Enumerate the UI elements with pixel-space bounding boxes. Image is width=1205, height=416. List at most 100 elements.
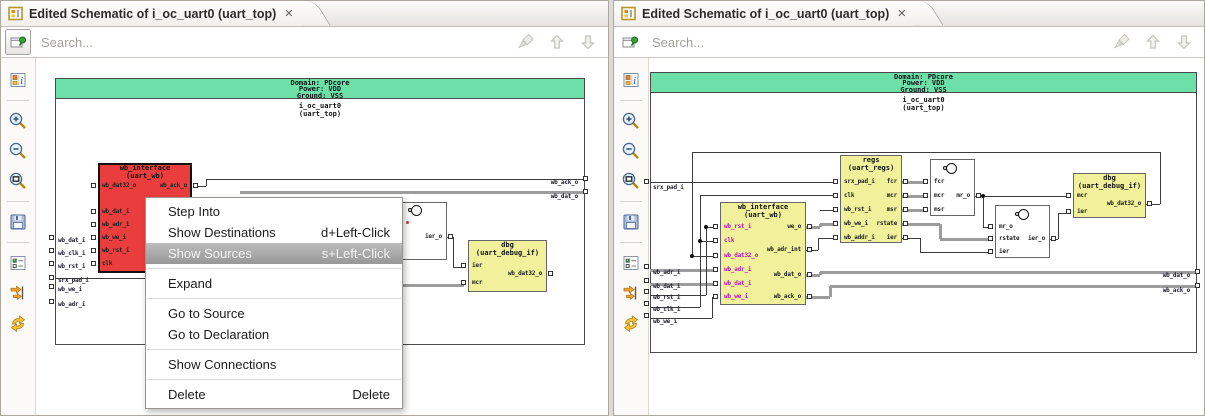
pin-label: clk bbox=[724, 237, 735, 244]
wire bbox=[706, 227, 714, 228]
logic-cloud-block[interactable] bbox=[400, 202, 447, 260]
tab-close-icon[interactable] bbox=[894, 7, 909, 20]
clear-search-icon[interactable] bbox=[516, 32, 536, 52]
wire bbox=[1058, 213, 1068, 214]
zoom-in-button[interactable] bbox=[619, 109, 643, 133]
domain-header-line: Ground: VSS bbox=[900, 85, 947, 94]
menu-item-step-into[interactable]: Step Into bbox=[146, 201, 402, 222]
block-properties-button[interactable]: i bbox=[6, 68, 30, 92]
pin-label: msr bbox=[934, 206, 945, 213]
previous-match-icon[interactable] bbox=[1143, 32, 1163, 52]
pin-search-button[interactable] bbox=[618, 30, 642, 54]
previous-match-icon[interactable] bbox=[547, 32, 567, 52]
pin-marker bbox=[833, 221, 838, 226]
next-match-icon[interactable] bbox=[578, 32, 598, 52]
search-input[interactable]: Search... bbox=[652, 34, 705, 50]
menu-item-go-to-declaration[interactable]: Go to Declaration bbox=[146, 324, 402, 345]
wire bbox=[818, 238, 819, 250]
wire-junction bbox=[690, 254, 694, 258]
instance-name: i_oc_uart0 bbox=[902, 96, 945, 104]
tab-close-icon[interactable] bbox=[281, 7, 296, 20]
pin-search-button[interactable] bbox=[5, 29, 31, 55]
block-properties-button[interactable]: i bbox=[619, 68, 643, 92]
right-tab[interactable]: Edited Schematic of i_oc_uart0 (uart_top… bbox=[614, 1, 943, 26]
next-match-icon[interactable] bbox=[1174, 32, 1194, 52]
wire bbox=[1160, 152, 1161, 204]
pin-label: mr_o bbox=[999, 223, 1013, 230]
toolbar-separator bbox=[7, 242, 29, 243]
pin-marker bbox=[903, 193, 908, 198]
wire bbox=[902, 209, 925, 212]
left-tab[interactable]: Edited Schematic of i_oc_uart0 (uart_top… bbox=[1, 1, 330, 26]
port-marker bbox=[644, 264, 649, 269]
pin-marker bbox=[923, 179, 928, 184]
schematic-editor-icon bbox=[620, 5, 637, 22]
block-dbg[interactable] bbox=[468, 240, 547, 292]
menu-separator bbox=[147, 349, 401, 350]
port-marker bbox=[644, 278, 649, 283]
clear-search-icon[interactable] bbox=[1112, 32, 1132, 52]
save-button[interactable] bbox=[619, 210, 643, 234]
block-entity-name: (uart_regs) bbox=[847, 164, 895, 172]
wire bbox=[453, 237, 454, 267]
port-marker bbox=[644, 313, 649, 318]
logic-cloud-block[interactable] bbox=[930, 159, 975, 216]
pin-label: wb_we_i bbox=[844, 220, 868, 227]
pin-label: clk bbox=[102, 260, 113, 267]
wire bbox=[806, 274, 820, 277]
pin-marker bbox=[923, 193, 928, 198]
swap-sides-button[interactable] bbox=[619, 311, 643, 335]
pin-label: mcr bbox=[934, 192, 945, 199]
search-input[interactable]: Search... bbox=[41, 34, 94, 50]
pin-label: fcr bbox=[886, 178, 897, 185]
pin-label: wb_dat_o bbox=[773, 271, 802, 278]
filter-options-button[interactable] bbox=[619, 251, 643, 275]
save-button[interactable] bbox=[6, 210, 30, 234]
cloud-glyph-icon bbox=[411, 205, 422, 216]
block-regs[interactable] bbox=[840, 155, 902, 243]
wire bbox=[196, 186, 206, 187]
wire bbox=[902, 181, 925, 184]
wire bbox=[692, 152, 693, 256]
wire bbox=[692, 152, 1160, 153]
menu-item-label: Show Sources bbox=[168, 246, 252, 261]
cloud-glyph-icon bbox=[943, 166, 947, 170]
wire bbox=[829, 286, 832, 297]
pin-marker bbox=[91, 248, 96, 253]
block-wb_interface[interactable] bbox=[720, 202, 806, 305]
pin-label: ier bbox=[886, 234, 897, 241]
swap-sides-button[interactable] bbox=[6, 311, 30, 335]
zoom-fit-button[interactable] bbox=[6, 169, 30, 193]
zoom-out-button[interactable] bbox=[6, 139, 30, 163]
zoom-in-button[interactable] bbox=[6, 109, 30, 133]
menu-item-go-to-source[interactable]: Go to Source bbox=[146, 303, 402, 324]
pin-label: rstate bbox=[876, 220, 898, 227]
wire bbox=[650, 318, 712, 319]
domain-header-line: Power: VDD bbox=[298, 85, 342, 94]
cloud-glyph-icon bbox=[946, 163, 957, 174]
pin-marker bbox=[193, 183, 198, 188]
port-marker bbox=[49, 275, 54, 280]
menu-item-expand[interactable]: Expand bbox=[146, 273, 402, 294]
pin-marker bbox=[1147, 201, 1152, 206]
wire bbox=[692, 256, 714, 257]
pin-label: we_o bbox=[787, 223, 801, 230]
block-entity-name: (uart_debug_if) bbox=[1077, 182, 1142, 190]
wire bbox=[240, 191, 583, 194]
menu-item-show-connections[interactable]: Show Connections bbox=[146, 354, 402, 375]
pin-marker bbox=[807, 272, 812, 277]
pin-inputs-button[interactable] bbox=[6, 281, 30, 305]
filter-options-button[interactable] bbox=[6, 251, 30, 275]
zoom-out-button[interactable] bbox=[619, 139, 643, 163]
pin-marker bbox=[91, 222, 96, 227]
pin-marker bbox=[713, 238, 718, 243]
pin-inputs-button[interactable] bbox=[619, 281, 643, 305]
pin-marker bbox=[91, 183, 96, 188]
block-dbg[interactable] bbox=[1073, 173, 1146, 218]
zoom-fit-button[interactable] bbox=[619, 169, 643, 193]
pin-label: ier bbox=[1077, 208, 1088, 215]
toolbar-separator bbox=[620, 201, 642, 202]
